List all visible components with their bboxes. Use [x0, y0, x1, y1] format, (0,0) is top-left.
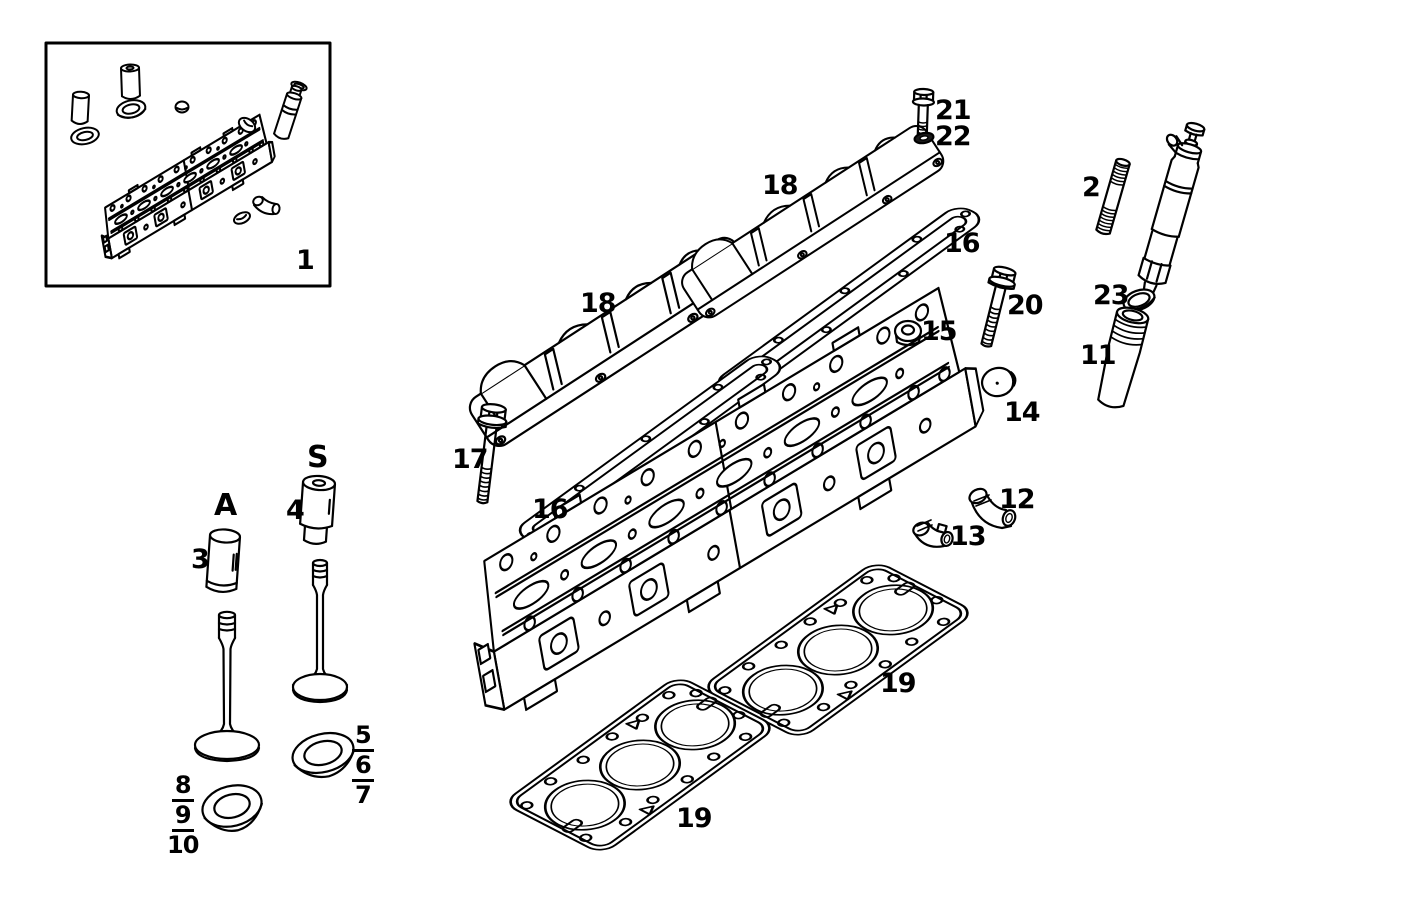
hex-bolt-20 — [980, 265, 1017, 348]
elbow-pipe-12 — [968, 487, 1017, 530]
fuel-injector — [1137, 121, 1206, 294]
cup-plug-14 — [980, 366, 1017, 398]
intake-valve — [193, 610, 261, 763]
valve-seat-rings-intake — [201, 784, 263, 832]
valve-seat-rings-exhaust — [291, 731, 355, 779]
injector-sleeve-11 — [1097, 306, 1150, 409]
inset-small-parts — [70, 63, 308, 225]
exhaust-valve — [291, 558, 349, 704]
inset-frame — [44, 41, 332, 288]
injector-washer-23 — [1122, 288, 1156, 312]
stud-2 — [1095, 157, 1131, 236]
head-bolt-17 — [476, 403, 508, 505]
valve-guide-exhaust — [299, 474, 337, 545]
elbow-pipe-13 — [912, 519, 954, 548]
valve-guide-intake — [205, 528, 242, 593]
washer-22 — [913, 131, 935, 145]
small-bolt-21 — [911, 87, 936, 143]
inset-assembly-box — [44, 41, 332, 288]
cap-nut-15 — [893, 319, 923, 347]
valve-cover-rear — [668, 108, 949, 323]
